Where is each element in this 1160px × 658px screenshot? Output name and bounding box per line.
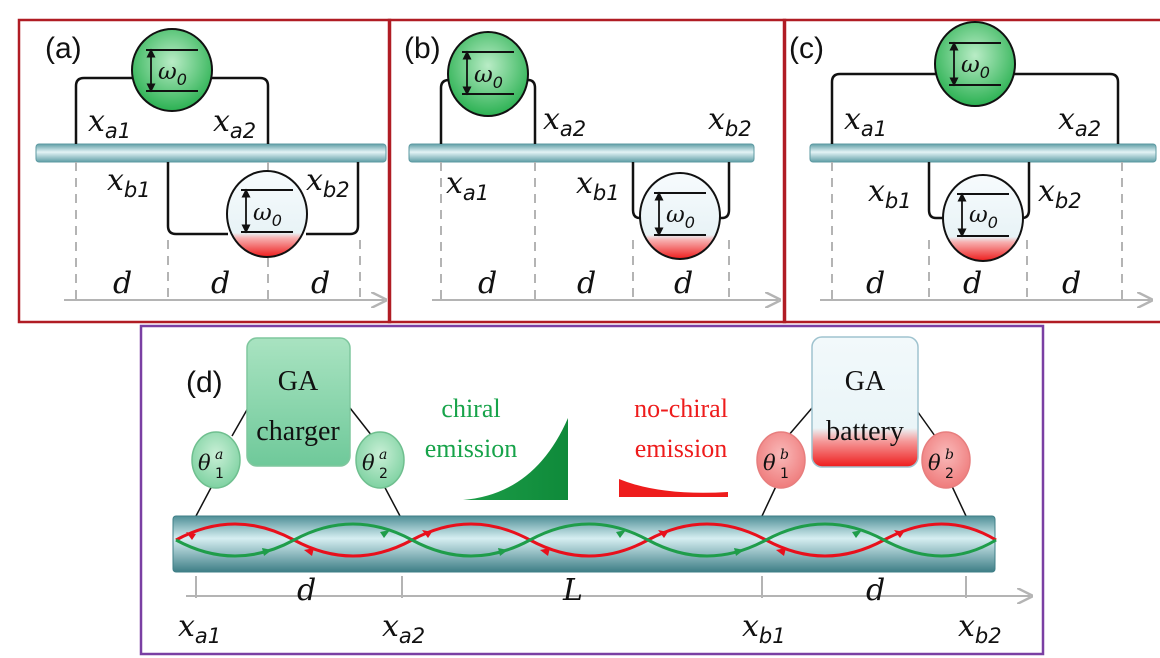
battery-box: GA battery xyxy=(811,336,919,468)
panel-b: (b) ω0 ω0 xa2 xb2 xa1 xb1 d d d xyxy=(404,31,778,301)
svg-text:b: b xyxy=(945,447,954,463)
svg-text:b: b xyxy=(780,447,789,463)
svg-text:d: d xyxy=(866,573,885,608)
svg-text:ω0: ω0 xyxy=(253,200,282,230)
chiral-emission-shape xyxy=(463,418,568,500)
svg-text:1: 1 xyxy=(780,466,789,482)
panel-b-tag: (b) xyxy=(404,32,441,65)
emitter-c-white: ω0 xyxy=(942,174,1024,262)
svg-text:battery: battery xyxy=(826,416,904,447)
svg-text:d: d xyxy=(1062,266,1081,301)
svg-text:ω0: ω0 xyxy=(474,62,503,92)
svg-text:xb1: xb1 xyxy=(742,609,786,648)
theta-1b: θ b 1 xyxy=(756,431,806,489)
charger-box: GA charger xyxy=(246,337,351,467)
svg-text:d: d xyxy=(866,266,885,301)
panel-d-frame xyxy=(139,324,1045,656)
svg-text:a: a xyxy=(379,447,387,463)
panel-d-tag: (d) xyxy=(186,366,223,399)
svg-text:xa2: xa2 xyxy=(543,102,586,141)
svg-text:xb2: xb2 xyxy=(1038,174,1082,213)
svg-text:d: d xyxy=(577,266,596,301)
svg-text:xb2: xb2 xyxy=(958,609,1002,648)
svg-text:ω0: ω0 xyxy=(961,52,990,82)
svg-text:ω0: ω0 xyxy=(158,59,187,89)
panel-a: (a) ω0 ω0 xa1 xa2 xb1 xb2 d d d xyxy=(35,28,387,301)
emitter-a-white: ω0 xyxy=(226,170,308,258)
svg-text:xa2: xa2 xyxy=(382,609,425,648)
waveguide xyxy=(35,143,387,163)
svg-text:xb1: xb1 xyxy=(107,163,151,202)
svg-text:2: 2 xyxy=(945,466,954,482)
panel-c-tag: (c) xyxy=(789,32,824,65)
svg-text:d: d xyxy=(211,266,230,301)
theta-1a: θ a 1 xyxy=(191,431,241,489)
nochiral-label-2: emission xyxy=(635,434,727,463)
panel-c: (c) ω0 ω0 xa1 xa2 xb1 xb2 d d d xyxy=(789,21,1157,301)
svg-text:a: a xyxy=(215,447,223,463)
wave-paths xyxy=(175,522,997,558)
svg-text:2: 2 xyxy=(379,466,388,482)
svg-text:GA: GA xyxy=(845,366,886,397)
svg-text:charger: charger xyxy=(256,416,340,447)
svg-text:d: d xyxy=(674,266,693,301)
svg-text:1: 1 xyxy=(215,466,224,482)
theta-2a: θ a 2 xyxy=(355,431,405,489)
waveguide xyxy=(408,143,755,163)
svg-text:L: L xyxy=(562,573,583,608)
theta-2b: θ b 2 xyxy=(921,431,971,489)
svg-text:d: d xyxy=(478,266,497,301)
svg-text:d: d xyxy=(297,573,316,608)
svg-text:d: d xyxy=(963,266,982,301)
emitter-b-white: ω0 xyxy=(639,172,721,260)
chiral-label-1: chiral xyxy=(441,394,500,423)
svg-text:θ: θ xyxy=(198,451,211,475)
chiral-label-2: emission xyxy=(425,434,517,463)
svg-text:ω0: ω0 xyxy=(666,202,695,232)
waveguide xyxy=(809,143,1157,163)
svg-text:θ: θ xyxy=(763,451,776,475)
svg-text:θ: θ xyxy=(928,451,941,475)
emitter-a-green: ω0 xyxy=(131,28,213,112)
svg-text:xa1: xa1 xyxy=(844,102,887,141)
svg-text:xa1: xa1 xyxy=(88,104,131,143)
svg-text:d: d xyxy=(113,266,132,301)
emitter-c-green: ω0 xyxy=(934,21,1016,107)
svg-text:xb2: xb2 xyxy=(306,163,350,202)
svg-text:GA: GA xyxy=(278,366,319,397)
svg-text:xb1: xb1 xyxy=(576,166,620,205)
svg-text:θ: θ xyxy=(362,451,375,475)
panel-a-tag: (a) xyxy=(45,32,82,65)
svg-text:ω0: ω0 xyxy=(969,202,998,232)
emitter-b-green: ω0 xyxy=(447,31,529,117)
nochiral-label-1: no-chiral xyxy=(634,394,728,423)
svg-text:xa2: xa2 xyxy=(213,104,256,143)
svg-text:xb2: xb2 xyxy=(708,102,752,141)
svg-text:xa2: xa2 xyxy=(1058,102,1101,141)
svg-text:xa1: xa1 xyxy=(446,166,489,205)
nochiral-emission-shape xyxy=(619,479,728,497)
panel-c-frame xyxy=(782,18,1160,324)
svg-text:d: d xyxy=(311,266,330,301)
panel-d: (d) GA charger GA battery θ a 1 xyxy=(172,336,1030,648)
svg-text:xa1: xa1 xyxy=(178,609,221,648)
svg-text:xb1: xb1 xyxy=(868,174,912,213)
